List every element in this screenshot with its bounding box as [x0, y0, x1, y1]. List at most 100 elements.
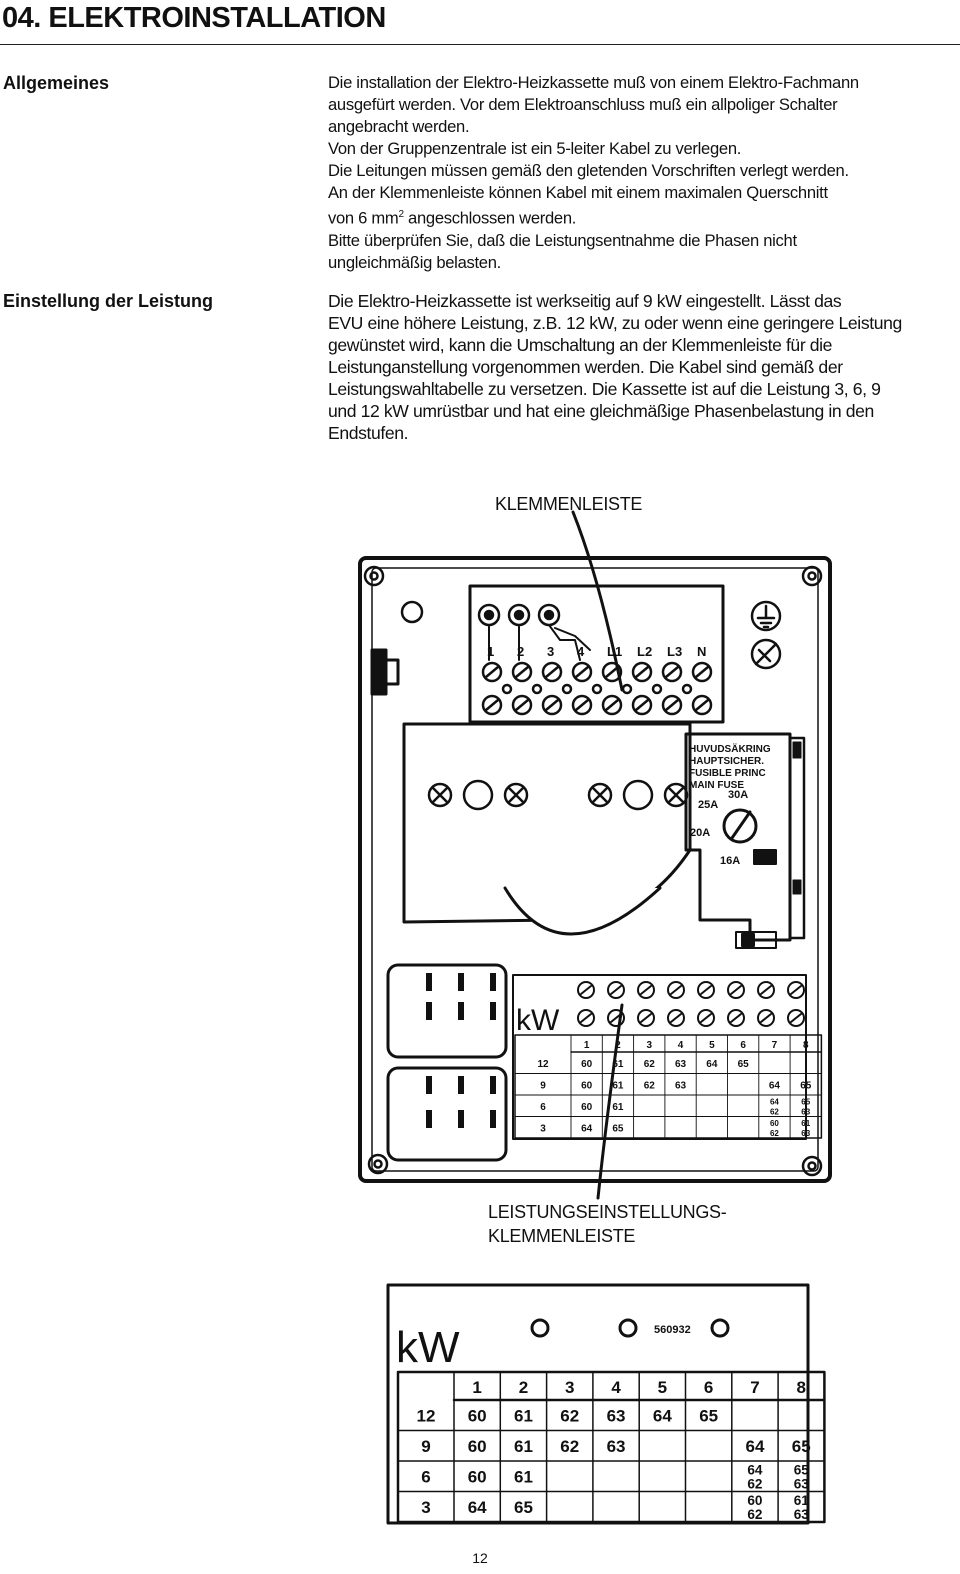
table-cell-value: 64	[747, 1463, 763, 1478]
table-cell-value: 65	[699, 1406, 718, 1425]
mm-text-after: angeschlossen werden.	[403, 208, 577, 228]
paragraph-line: Die installation der Elektro-Heizkassett…	[328, 73, 859, 92]
paragraph-line: An der Klemmenleiste können Kabel mit ei…	[328, 183, 828, 202]
enclosure-inner	[371, 567, 819, 1172]
table-cell-value: 60	[581, 1102, 593, 1113]
section-body-leistung: Die Elektro-Heizkassette ist werkseitig …	[328, 290, 958, 444]
fuse-label-line: FUSIBLE PRINC	[689, 768, 766, 779]
side-switch-icon	[370, 648, 400, 696]
terminal-screw	[691, 661, 713, 683]
table-terminal-screw-slot	[580, 1013, 592, 1023]
terminal-label: 1	[487, 644, 494, 659]
table-kw-value: 3	[540, 1124, 546, 1135]
table-terminal-screw	[607, 981, 625, 999]
terminal-screw	[541, 661, 563, 683]
terminal-screw	[511, 694, 533, 716]
terminal-bridge	[651, 683, 663, 695]
table-terminal-screw-slot	[790, 1013, 802, 1023]
mm-text: von 6 mm	[328, 208, 399, 228]
table-terminal-screw	[787, 1009, 805, 1027]
terminal-strip-top	[468, 584, 725, 724]
fuse-label-line: HUVUDSÄKRING	[689, 742, 771, 755]
terminal-screw-slot	[514, 665, 530, 679]
table-cell-value: 65	[801, 1098, 810, 1107]
table-cell-value: 60	[581, 1059, 593, 1070]
terminal-screw-slot	[664, 698, 680, 712]
fuse-position-25a: 25A	[698, 799, 718, 811]
table-terminal-screw	[637, 981, 655, 999]
table-cell-value: 64	[769, 1081, 781, 1092]
table-cell-value: 62	[770, 1129, 779, 1138]
table-kw-value: 6	[540, 1102, 546, 1113]
fuse-position-20a: 20A	[690, 827, 710, 839]
table-cell-value: 62	[747, 1476, 763, 1491]
table-cell-value: 61	[612, 1102, 624, 1113]
table-cell-value: 64	[468, 1498, 487, 1517]
terminal-screw-slot	[604, 698, 620, 712]
terminal-label: L1	[607, 644, 622, 659]
table-cell-value: 64	[745, 1437, 764, 1456]
paragraph-line: gewünstet wird, kann die Umschaltung an …	[328, 335, 833, 355]
table-terminal-screw-slot	[790, 985, 802, 995]
table-unit-large: kW	[396, 1323, 460, 1372]
table-kw-value: 12	[537, 1059, 549, 1070]
table-terminal-screw	[727, 1009, 745, 1027]
fuse-dial-icon	[722, 808, 758, 844]
paragraph-line: Bitte überprüfen Sie, daß die Leistungse…	[328, 230, 797, 250]
part-number: 560932	[654, 1324, 691, 1336]
paragraph-line: EVU eine höhere Leistung, z.B. 12 kW, zu…	[328, 313, 902, 333]
table-terminal-screw	[787, 981, 805, 999]
table-column-header: 1	[584, 1040, 590, 1051]
terminal-label: 2	[517, 644, 524, 659]
superscript: 2	[398, 209, 404, 220]
table-cell-value: 61	[612, 1081, 624, 1092]
section-heading-leistung: Einstellung der Leistung	[3, 291, 214, 311]
table-column-header: 2	[615, 1040, 621, 1051]
table-terminal-screw-slot	[730, 985, 742, 995]
terminal-bridge	[501, 683, 513, 695]
table-column-header: 3	[565, 1378, 574, 1397]
paragraph-line: Von der Gruppenzentrale ist ein 5-leiter…	[328, 139, 742, 158]
paragraph-line: ausgefürt werden. Vor dem Elektroanschlu…	[328, 95, 838, 114]
terminal-label: L3	[667, 644, 682, 659]
table-terminal-screw-slot	[580, 985, 592, 995]
terminal-label: L2	[637, 644, 652, 659]
terminal-screw	[661, 694, 683, 716]
table-terminal-screw-slot	[610, 985, 622, 995]
terminal-screw-slot	[484, 698, 500, 712]
table-cell-value: 61	[801, 1119, 810, 1128]
page-number: 12	[472, 1550, 488, 1566]
paragraph-line: Die Elektro-Heizkassette ist werkseitig …	[328, 291, 842, 311]
table-cell-value: 65	[738, 1059, 750, 1070]
table-column-header: 6	[740, 1040, 746, 1051]
table-cell-value: 63	[675, 1059, 687, 1070]
terminal-screw	[691, 694, 713, 716]
table-cell-value: 64	[770, 1098, 779, 1107]
terminal-screw	[601, 661, 623, 683]
table-column-header: 8	[803, 1040, 809, 1051]
table-terminal-screw	[757, 981, 775, 999]
caption-leistungseinstellung-1: LEISTUNGSEINSTELLUNGS-	[488, 1202, 727, 1222]
table-column-header: 1	[472, 1378, 481, 1397]
table-cell-value: 65	[794, 1463, 810, 1478]
table-cell-value: 61	[514, 1437, 533, 1456]
terminal-screw	[571, 694, 593, 716]
terminal-screw-row	[481, 661, 713, 716]
table-cell-value: 63	[607, 1437, 626, 1456]
table-cell-value: 63	[794, 1476, 810, 1491]
cover-plate-cutout	[503, 886, 662, 936]
fuse-label-line: HAUPTSICHER.	[689, 756, 764, 767]
table-kw-value: 3	[421, 1498, 430, 1517]
terminal-label: N	[697, 644, 706, 659]
paragraph-line: angebracht werden.	[328, 117, 470, 136]
table-cell-value: 60	[468, 1467, 487, 1486]
terminal-screw	[541, 694, 563, 716]
table-column-header: 5	[709, 1040, 715, 1051]
table-terminal-screw	[637, 1009, 655, 1027]
table-terminal-screw-slot	[610, 1013, 622, 1023]
terminal-screw	[631, 661, 653, 683]
table-terminal-screw-slot	[670, 1013, 682, 1023]
terminal-screw-slot	[694, 698, 710, 712]
